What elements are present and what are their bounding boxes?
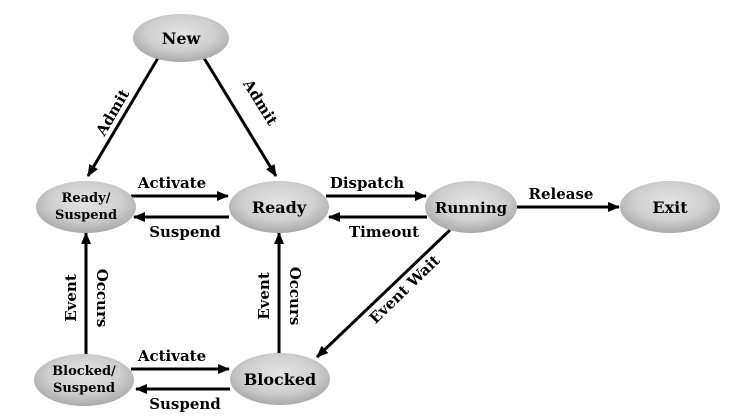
state-ready-suspend-label-line1: Ready/ xyxy=(62,191,111,206)
state-ready-suspend: Ready/ Suspend xyxy=(36,181,136,233)
state-blocked-suspend: Blocked/ Suspend xyxy=(34,354,134,406)
state-new-shape xyxy=(133,14,229,62)
state-ready: Ready xyxy=(229,181,329,233)
state-blocked-suspend-label-line1: Blocked/ xyxy=(52,364,116,379)
label-event-occurs-mid-1: Event xyxy=(255,272,273,320)
state-exit: Exit xyxy=(620,181,720,233)
label-event-occurs-left-1: Event xyxy=(62,274,80,322)
label-release: Release xyxy=(529,185,594,203)
label-admit-right: Admit xyxy=(239,75,282,128)
state-blocked-suspend-shape xyxy=(34,354,134,406)
state-blocked-label: Blocked xyxy=(244,370,316,389)
state-running-label: Running xyxy=(435,199,508,217)
state-new-label: New xyxy=(162,29,202,48)
state-running: Running xyxy=(425,181,517,233)
label-dispatch: Dispatch xyxy=(330,174,404,192)
state-ready-suspend-shape xyxy=(36,181,136,233)
edge-labels: Admit Admit Activate Suspend Dispatch Ti… xyxy=(62,75,593,413)
state-blocked: Blocked xyxy=(230,353,330,405)
state-ready-suspend-label-line2: Suspend xyxy=(55,208,117,223)
label-suspend-top: Suspend xyxy=(149,223,221,241)
state-ready-shape xyxy=(229,181,329,233)
label-timeout: Timeout xyxy=(349,223,419,241)
edge-new-to-ready xyxy=(202,57,278,177)
label-activate-top: Activate xyxy=(137,174,206,192)
state-blocked-shape xyxy=(230,353,330,405)
state-blocked-suspend-label-line2: Suspend xyxy=(53,381,115,396)
edges xyxy=(81,57,620,394)
edge-new-to-ready-suspend xyxy=(86,57,160,177)
state-ready-label: Ready xyxy=(252,198,307,217)
label-event-wait: Event Wait xyxy=(366,251,444,327)
label-activate-bottom: Activate xyxy=(137,347,206,365)
state-new: New xyxy=(133,14,229,62)
label-suspend-bottom: Suspend xyxy=(149,395,221,413)
edge-running-to-blocked xyxy=(315,228,452,359)
label-event-occurs-mid-2: Occurs xyxy=(286,267,304,326)
state-running-shape xyxy=(425,181,517,233)
state-exit-label: Exit xyxy=(652,198,688,217)
state-exit-shape xyxy=(620,181,720,233)
label-event-occurs-left-2: Occurs xyxy=(93,269,111,328)
